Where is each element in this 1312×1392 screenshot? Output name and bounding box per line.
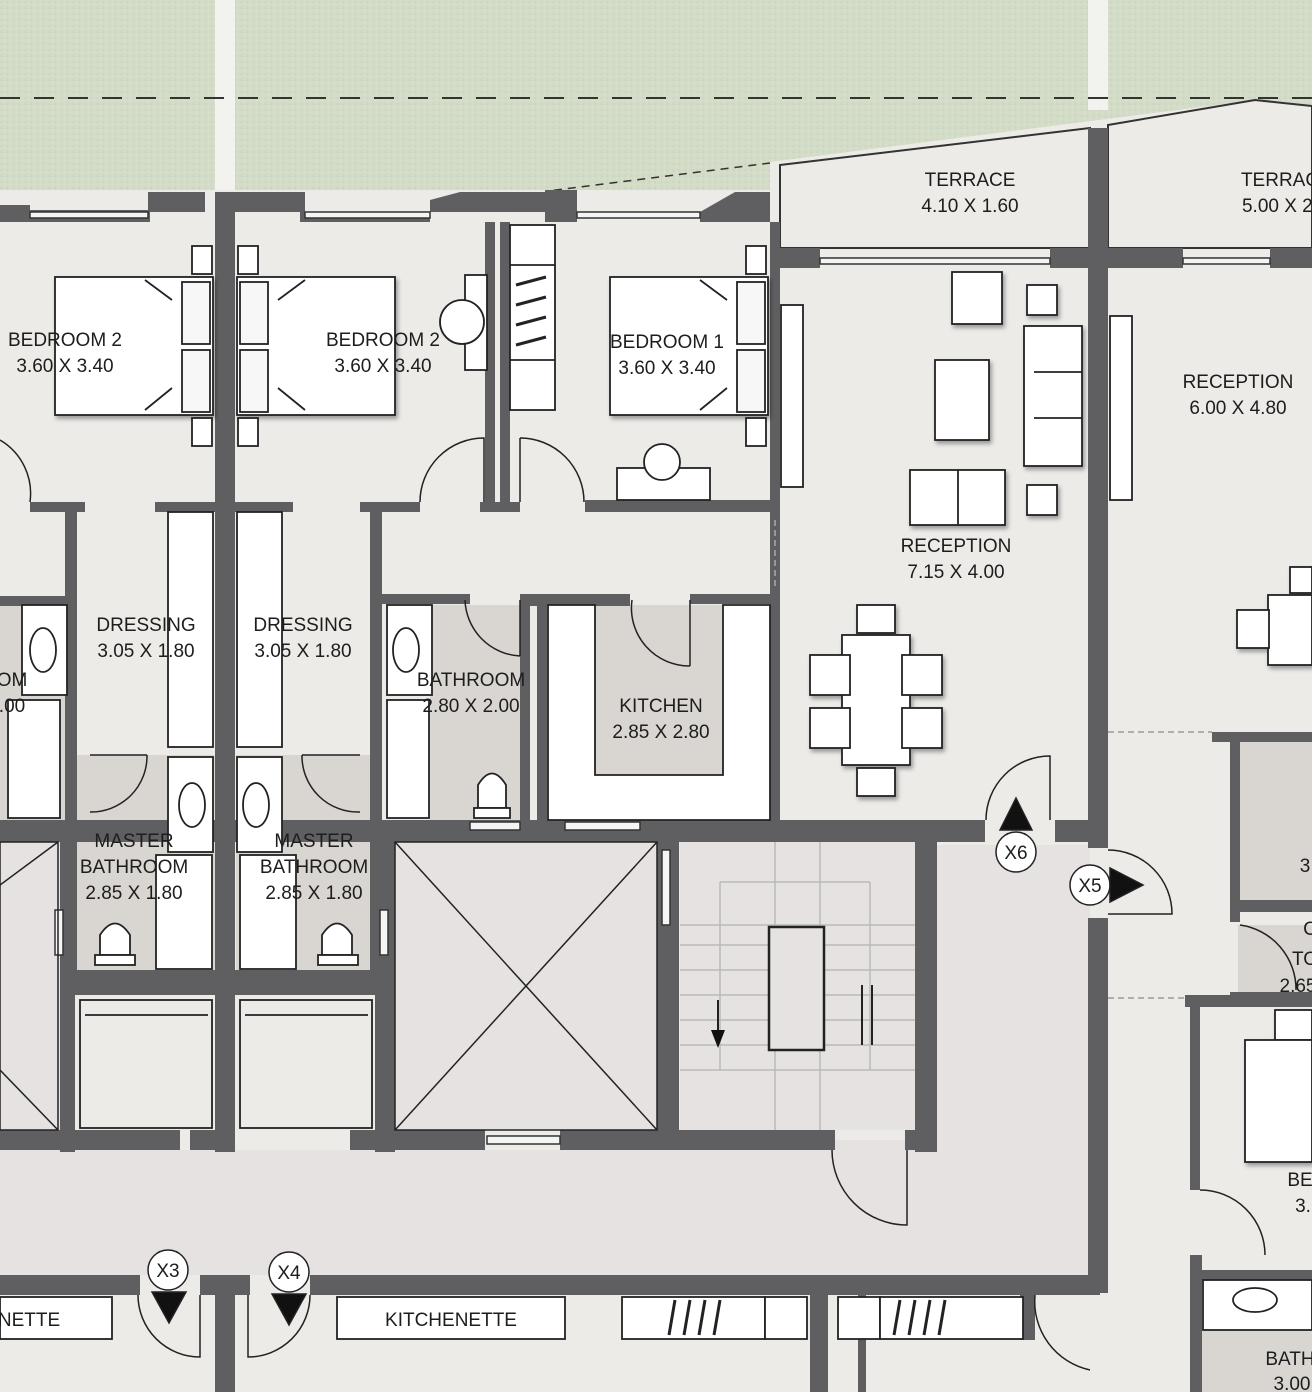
windows bbox=[29, 211, 1271, 1145]
master-bath-a-name-2: BATHROOM bbox=[80, 857, 188, 878]
sinks bbox=[21, 604, 1312, 1331]
bedroom-2b-size: 3.60 X 3.40 bbox=[334, 356, 431, 377]
master-bath-a-size: 2.85 X 1.80 bbox=[85, 883, 182, 904]
marker-x4: X4 bbox=[277, 1263, 301, 1284]
room-labels: TERRACE 4.10 X 1.60 TERRAC 5.00 X 2. BED… bbox=[0, 170, 1312, 1392]
kitchenette-counter bbox=[336, 1296, 566, 1340]
reception-main-name: RECEPTION bbox=[901, 536, 1012, 557]
terrace-1-name: TERRACE bbox=[925, 170, 1016, 191]
lift-shafts bbox=[0, 841, 658, 1131]
bedroom-1-size: 3.60 X 3.40 bbox=[618, 358, 715, 379]
kitchenette-mid-name: KITCHENETTE bbox=[385, 1310, 517, 1331]
wardrobe bbox=[509, 224, 556, 411]
sofa-set bbox=[909, 271, 1083, 526]
bedroom-2a-name: BEDROOM 2 bbox=[8, 330, 122, 351]
bedroom-2b-name: BEDROOM 2 bbox=[326, 330, 440, 351]
kitchen-name: KITCHEN bbox=[619, 696, 702, 717]
marker-x3: X3 bbox=[156, 1261, 179, 1282]
master-bath-b-size: 2.85 X 1.80 bbox=[265, 883, 362, 904]
dressing-a-size: 3.05 X 1.80 bbox=[97, 641, 194, 662]
bed-bedroom-1 bbox=[609, 245, 769, 501]
dressing-rail-a bbox=[167, 511, 214, 748]
stair-core bbox=[767, 925, 826, 1052]
dressing-a-name: DRESSING bbox=[96, 615, 195, 636]
partial-right-bed-2: 3. bbox=[1295, 1196, 1311, 1217]
partial-right-2a: C bbox=[1303, 919, 1312, 940]
bed-bedroom-2b bbox=[236, 245, 488, 447]
kitchenette-left-name: NETTE bbox=[0, 1310, 60, 1331]
partial-right-2c: 2.65 bbox=[1280, 976, 1312, 997]
dressing-rail-b bbox=[236, 511, 283, 748]
bed-bedroom-2a bbox=[54, 245, 214, 447]
entry-markers bbox=[147, 796, 1145, 1327]
partial-right-bath-2: 3.00 bbox=[1274, 1374, 1311, 1392]
tv-unit-right bbox=[1109, 315, 1133, 501]
dressing-b-size: 3.05 X 1.80 bbox=[254, 641, 351, 662]
closets bbox=[79, 999, 1024, 1340]
dining-right bbox=[1236, 566, 1312, 1163]
toilets bbox=[94, 772, 511, 966]
reception-right-name: RECEPTION bbox=[1183, 372, 1294, 393]
partial-right-2b: TO bbox=[1292, 949, 1312, 970]
partial-right-1: 3 bbox=[1300, 856, 1311, 877]
tubs bbox=[7, 699, 430, 970]
kitchen-counter bbox=[547, 604, 771, 821]
master-bath-a-name-1: MASTER bbox=[94, 831, 173, 852]
bedroom-2a-size: 3.60 X 3.40 bbox=[16, 356, 113, 377]
bedroom-1-name: BEDROOM 1 bbox=[610, 332, 724, 353]
marker-labels: X6 X5 X3 X4 bbox=[156, 843, 1101, 1284]
reception-right-size: 6.00 X 4.80 bbox=[1189, 398, 1286, 419]
terrace-1-size: 4.10 X 1.60 bbox=[921, 196, 1018, 217]
kitchen-size: 2.85 X 2.80 bbox=[612, 722, 709, 743]
reception-main-size: 7.15 X 4.00 bbox=[907, 562, 1004, 583]
furniture bbox=[0, 224, 1312, 1340]
partial-right-bath-1: BATH bbox=[1265, 1349, 1312, 1370]
terrace-2-size: 5.00 X 2. bbox=[1242, 196, 1312, 217]
bathroom-name: BATHROOM bbox=[417, 670, 525, 691]
marker-x6: X6 bbox=[1004, 843, 1027, 864]
kitchenette-counter-left bbox=[0, 1296, 113, 1340]
master-bath-b-name-1: MASTER bbox=[274, 831, 353, 852]
dining-table bbox=[809, 604, 943, 797]
master-bath-b-name-2: BATHROOM bbox=[260, 857, 368, 878]
dressing-b-name: DRESSING bbox=[253, 615, 352, 636]
partial-left-size: .00 bbox=[0, 696, 25, 717]
bathroom-size: 2.80 X 2.00 bbox=[422, 696, 519, 717]
marker-x5: X5 bbox=[1078, 876, 1101, 897]
partial-left-name: OM bbox=[0, 670, 27, 691]
terrace-2-name: TERRAC bbox=[1241, 170, 1312, 191]
partial-right-bed-1: BE bbox=[1287, 1170, 1312, 1191]
doors bbox=[0, 437, 1297, 1371]
tv-unit bbox=[780, 304, 804, 488]
